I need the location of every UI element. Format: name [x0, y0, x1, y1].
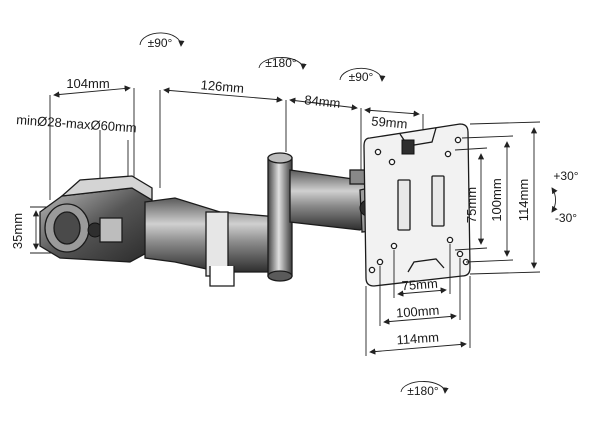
- arm-segment-2: [289, 169, 367, 231]
- plate-width-label: 114mm: [396, 330, 439, 348]
- plate-slot-left: [397, 179, 411, 231]
- dim-vesa-75-vertical: 75mm: [454, 147, 488, 251]
- rotation-label-head: ±90°: [349, 70, 374, 84]
- dim-vesa-100-vertical: 100mm: [461, 135, 514, 263]
- rotation-icon-head: ±90°: [339, 67, 386, 84]
- vesa-75-horizontal-label: 75mm: [401, 276, 438, 293]
- tilt-up-label: +30°: [553, 169, 578, 183]
- pole-range-label: minØ28-maxØ60mm: [16, 112, 137, 135]
- tilt-indicator: +30° -30°: [551, 169, 579, 225]
- clamp-height-label: 35mm: [10, 213, 25, 249]
- vesa-plate: [363, 123, 471, 287]
- tilt-down-label: -30°: [555, 211, 577, 225]
- head-depth-label: 59mm: [371, 113, 408, 131]
- rotation-icon-clamp: ±90°: [139, 32, 185, 50]
- vesa-100-horizontal-label: 100mm: [396, 303, 440, 321]
- clamp-width-label: 104mm: [66, 76, 109, 91]
- rotation-label-clamp: ±90°: [148, 36, 173, 50]
- arm-1-length-label: 126mm: [200, 77, 245, 96]
- dim-pole-range: minØ28-maxØ60mm: [16, 112, 137, 185]
- rotation-label-arm-joint: ±180°: [265, 56, 297, 70]
- dim-arm-2: 84mm: [289, 92, 362, 170]
- elbow-joint: [267, 152, 293, 282]
- arm-2-length-label: 84mm: [304, 92, 341, 111]
- vesa-100-vertical-label: 100mm: [489, 178, 504, 221]
- dim-plate-height: 114mm: [469, 121, 541, 275]
- plate-height-label: 114mm: [516, 179, 531, 221]
- dim-arm-1: 126mm: [159, 77, 287, 188]
- dim-vesa-100-horizontal: 100mm: [379, 258, 461, 326]
- dim-clamp-width: 104mm: [49, 76, 135, 200]
- vesa-75-vertical-label: 75mm: [464, 187, 479, 223]
- dim-head-depth: 59mm: [364, 107, 424, 150]
- plate-slot-right: [431, 175, 445, 227]
- arm-segment-1: [144, 197, 291, 287]
- dim-plate-width: 114mm: [365, 276, 471, 356]
- rotation-icon-arm-joint: ±180°: [258, 56, 307, 70]
- rotation-icon-plate: ±180°: [400, 381, 449, 398]
- rotation-label-plate: ±180°: [407, 384, 439, 398]
- dim-vesa-75-horizontal: 75mm: [393, 244, 451, 298]
